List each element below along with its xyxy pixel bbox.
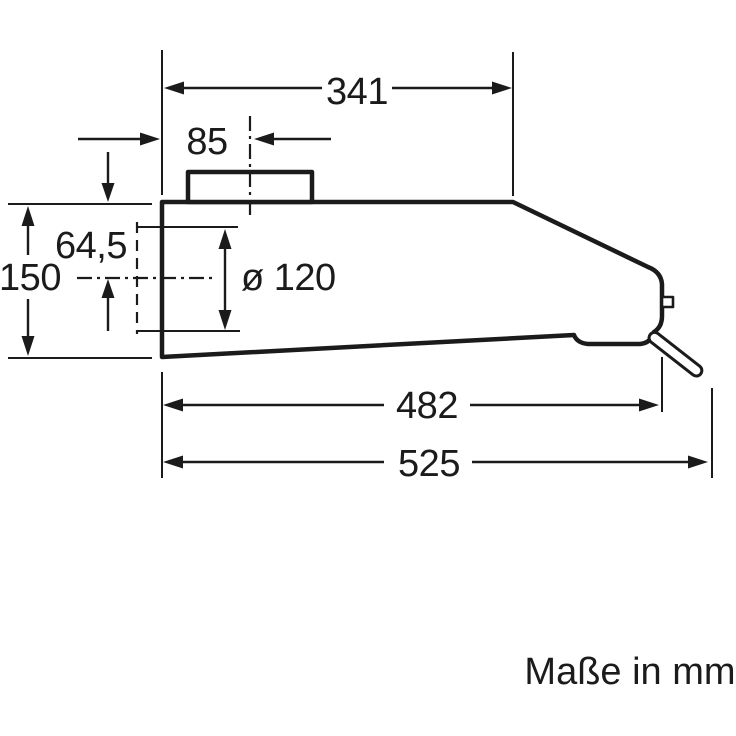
extension-lines — [8, 50, 713, 478]
dim-150-label: 150 — [0, 257, 61, 299]
arrowhead-down — [101, 183, 115, 202]
hood-body-outline — [159, 199, 665, 360]
handle — [647, 330, 704, 378]
dim-525-label: 525 — [398, 443, 460, 485]
dim-diameter-120: ø 120 — [218, 229, 336, 330]
arrowhead-up — [21, 206, 35, 226]
dim-85-label: 85 — [186, 121, 227, 163]
arrowhead-right — [639, 398, 659, 412]
dim-525: 525 — [163, 443, 708, 485]
arrowhead-left — [164, 81, 184, 95]
dim-diameter-120-label: ø 120 — [241, 257, 336, 299]
arrowhead-right — [140, 132, 160, 146]
dim-64-5-label: 64,5 — [55, 225, 127, 267]
arrowhead-down — [218, 310, 232, 330]
dim-150: 150 — [0, 206, 61, 356]
dim-85: 85 — [78, 121, 331, 163]
dim-482-label: 482 — [396, 385, 458, 427]
switch-tab — [660, 295, 675, 309]
dim-482: 482 — [163, 385, 659, 427]
arrowhead-up — [218, 229, 232, 249]
arrowhead-left — [163, 398, 183, 412]
units-caption: Maße in mm — [524, 651, 735, 693]
arrowhead-right — [492, 81, 512, 95]
dim-341-label: 341 — [326, 71, 388, 113]
arrowhead-left — [254, 132, 274, 146]
dim-64-5: 64,5 — [55, 152, 127, 331]
arrowhead-left — [163, 455, 183, 469]
dim-341: 341 — [164, 71, 512, 113]
arrowhead-up — [101, 279, 115, 298]
arrowhead-right — [688, 455, 708, 469]
arrowhead-down — [21, 336, 35, 356]
